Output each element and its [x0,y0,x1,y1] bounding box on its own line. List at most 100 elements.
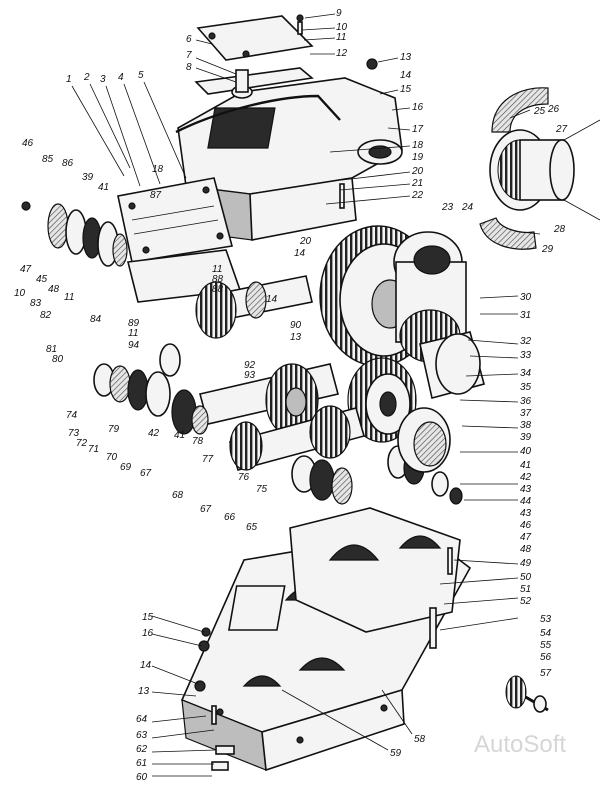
bearing-cap-plate [117,177,233,263]
callout-label-c93: 93 [244,370,256,381]
bolt-set [194,21,453,771]
callout-label-c53: 53 [540,614,552,625]
callout-label-c39r: 39 [520,432,532,443]
callout-label-c54: 54 [540,628,552,639]
callout-label-c41l: 41 [98,182,109,193]
callout-label-c62: 62 [136,744,148,755]
callout-label-c44: 44 [520,496,532,507]
callout-label-c38: 38 [520,420,532,431]
callout-label-c13m: 13 [290,332,302,343]
callout-label-c68: 68 [172,490,184,501]
callout-label-c14b: 14 [140,660,152,671]
inspection-cover-plate [196,14,314,61]
callout-label-c28: 28 [553,224,566,235]
callout-label-c12: 12 [336,48,348,59]
callout-label-c15b: 15 [142,612,154,623]
callout-label-c20m: 20 [299,236,312,247]
callout-label-c80a: 80 [52,354,64,365]
split-bearing-inset [479,87,601,250]
callout-label-c83a: 83 [30,298,42,309]
callout-label-c63: 63 [136,730,148,741]
callout-label-c48r: 48 [520,544,532,555]
callout-label-c86: 86 [62,158,74,169]
callout-label-c35: 35 [520,382,532,393]
callout-label-c61: 61 [136,758,147,769]
callout-label-c22: 22 [411,190,424,201]
callout-label-c31: 31 [520,310,531,321]
callout-label-c67b: 67 [200,504,212,515]
callout-label-c48l: 48 [48,284,60,295]
callout-label-c26: 26 [547,104,560,115]
watermark: AutoSoft [474,731,566,758]
callout-label-c14m: 14 [266,294,278,305]
callout-label-c37: 37 [520,408,532,419]
callout-label-c57: 57 [540,668,552,679]
callout-label-c20: 20 [411,166,424,177]
callout-label-c78: 78 [192,436,204,447]
callout-label-c52: 52 [520,596,532,607]
oil-level-dipstick [505,675,549,713]
leader-lines [71,13,541,777]
callout-label-c41m: 41 [174,430,185,441]
callout-label-c82a: 82 [40,310,52,321]
callout-label-c90: 90 [290,320,302,331]
callout-label-c79: 79 [108,424,120,435]
callout-label-c16b: 16 [142,628,154,639]
callout-label-c36: 36 [520,396,532,407]
callout-label-c88b: 88 [212,284,224,295]
output-shaft [419,331,485,399]
callout-label-c75: 75 [256,484,268,495]
callout-label-c74: 74 [66,410,78,421]
callout-label-c2: 2 [83,72,90,83]
callout-label-c84: 84 [90,314,102,325]
callout-label-c19: 19 [412,152,424,163]
callout-label-c51: 51 [520,584,531,595]
callout-label-c47r: 47 [520,532,532,543]
callout-label-c72: 72 [76,438,88,449]
callout-label-c11: 11 [336,32,346,43]
callout-label-c50: 50 [520,572,532,583]
callout-label-c1: 1 [66,74,72,85]
callout-label-c66: 66 [224,512,236,523]
callout-label-c92: 92 [244,360,256,371]
callout-label-c33: 33 [520,350,532,361]
callout-label-c46l: 46 [22,138,34,149]
callout-label-c8: 8 [186,62,192,73]
oil-pipe [175,94,341,134]
callout-label-c10l: 10 [14,288,26,299]
callout-label-c30: 30 [520,292,532,303]
callout-label-c21: 21 [411,178,423,189]
callout-label-c65: 65 [246,522,258,533]
callout-label-c14: 14 [400,70,412,81]
callout-label-c34: 34 [520,368,532,379]
callout-label-c58: 58 [414,734,426,745]
callout-label-c71: 71 [88,444,99,455]
upper-housing-cover [177,67,403,241]
callout-label-c43b: 43 [520,508,532,519]
callout-label-c29: 29 [541,244,554,255]
callout-label-c10: 10 [336,22,348,33]
callout-label-c32: 32 [520,336,532,347]
callout-label-c42l: 42 [148,428,160,439]
callout-label-c25: 25 [533,106,546,117]
callout-label-c13: 13 [400,52,412,63]
callout-label-c87: 87 [150,190,162,201]
input-seal-stack [21,201,128,267]
callout-label-c89: 89 [128,318,140,329]
callout-label-c11n: 11 [128,328,138,339]
callout-label-c55: 55 [540,640,552,651]
breather-cap [231,69,253,99]
housing-mid-section [289,507,461,633]
callout-label-c7: 7 [186,50,192,61]
callout-label-c49: 49 [520,558,532,569]
callout-label-c73: 73 [68,428,80,439]
callout-label-c41r: 41 [520,460,531,471]
callout-label-c18: 18 [412,140,424,151]
callout-label-c17: 17 [412,124,424,135]
pinion-shaft [229,405,365,471]
left-bearing-set [93,343,209,435]
callout-label-c94: 94 [128,340,140,351]
